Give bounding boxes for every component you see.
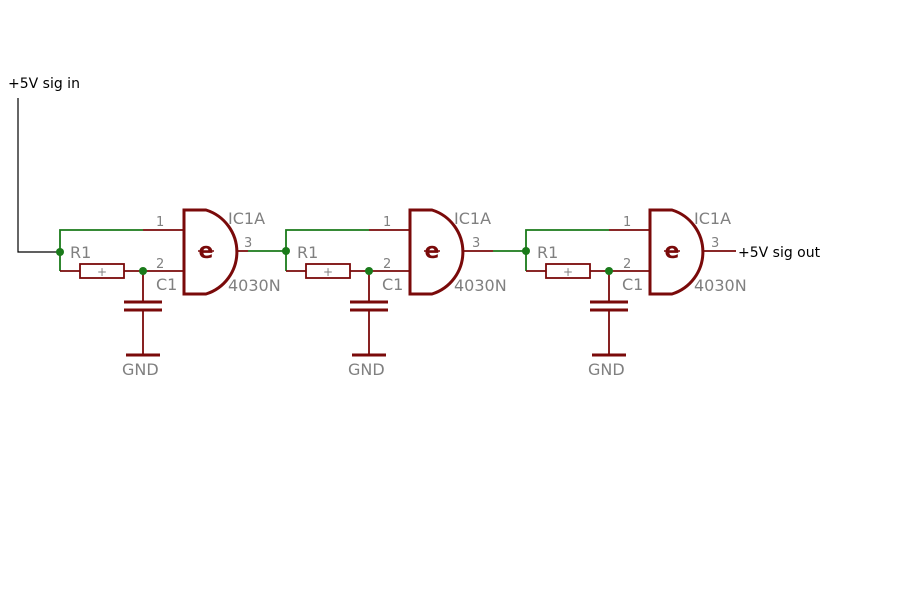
stage-2-ic-value: 4030N	[454, 276, 507, 295]
stage-2-resistor-body	[305, 263, 351, 279]
stage-1-ic-value: 4030N	[228, 276, 281, 295]
stage-2-junction-in	[282, 247, 290, 255]
input-wire	[17, 98, 60, 253]
stage-1-junction-rc	[139, 267, 147, 275]
stage-1-ic-name: IC1A	[228, 209, 265, 228]
input-label: +5V sig in	[8, 76, 80, 92]
stage-2-ground-label: GND	[348, 360, 385, 379]
stage-1-wire-pin1-green	[59, 229, 143, 252]
stage-3-wire-pin1-green	[525, 229, 609, 251]
stage-1: + e R1 C1 GND 1 2 3 IC1A 4030N	[56, 208, 286, 379]
stage-2: + e R1 C1 GND 1 2 3 IC1A 4030N	[282, 208, 526, 379]
stage-3-pin3-label: 3	[711, 236, 719, 251]
stage-2-capacitor-label: C1	[382, 275, 403, 294]
stage-1-ground-label: GND	[122, 360, 159, 379]
stage-3-resistor-body	[545, 263, 591, 279]
stage-2-xor-gate	[408, 208, 465, 296]
stage-1-pin3-label: 3	[244, 236, 252, 251]
stage-2-pin3-label: 3	[472, 236, 480, 251]
stage-1-xor-gate	[182, 208, 239, 296]
stage-1-capacitor-label: C1	[156, 275, 177, 294]
stage-3-junction-in	[522, 247, 530, 255]
stage-1-resistor-label: R1	[70, 243, 91, 262]
stage-2-pin1-label: 1	[383, 215, 391, 230]
stage-3-ic-name: IC1A	[694, 209, 731, 228]
stage-1-resistor-symbol: +	[97, 265, 107, 279]
stage-3-junction-rc	[605, 267, 613, 275]
stage-1-pin1-label: 1	[156, 215, 164, 230]
stage-3-ic-value: 4030N	[694, 276, 747, 295]
stage-3: + e R1 C1 GND 1 2 3 IC1A 4030N	[522, 208, 747, 379]
stage-3-pin1-label: 1	[623, 215, 631, 230]
stage-3-ground-label: GND	[588, 360, 625, 379]
stage-3-resistor-symbol: +	[563, 265, 573, 279]
stage-1-junction-in	[56, 248, 64, 256]
stage-2-junction-rc	[365, 267, 373, 275]
stage-3-pin2-label: 2	[623, 257, 631, 272]
stage-3-resistor-label: R1	[537, 243, 558, 262]
stage-1-resistor-body	[79, 263, 125, 279]
stage-3-capacitor-label: C1	[622, 275, 643, 294]
stage-2-resistor-symbol: +	[323, 265, 333, 279]
stage-1-pin2-label: 2	[156, 257, 164, 272]
output-label: +5V sig out	[738, 245, 821, 261]
stage-3-xor-gate	[648, 208, 705, 296]
stage-2-resistor-label: R1	[297, 243, 318, 262]
stage-2-pin2-label: 2	[383, 257, 391, 272]
stage-2-wire-pin1-green	[285, 229, 369, 251]
stage-2-ic-name: IC1A	[454, 209, 491, 228]
